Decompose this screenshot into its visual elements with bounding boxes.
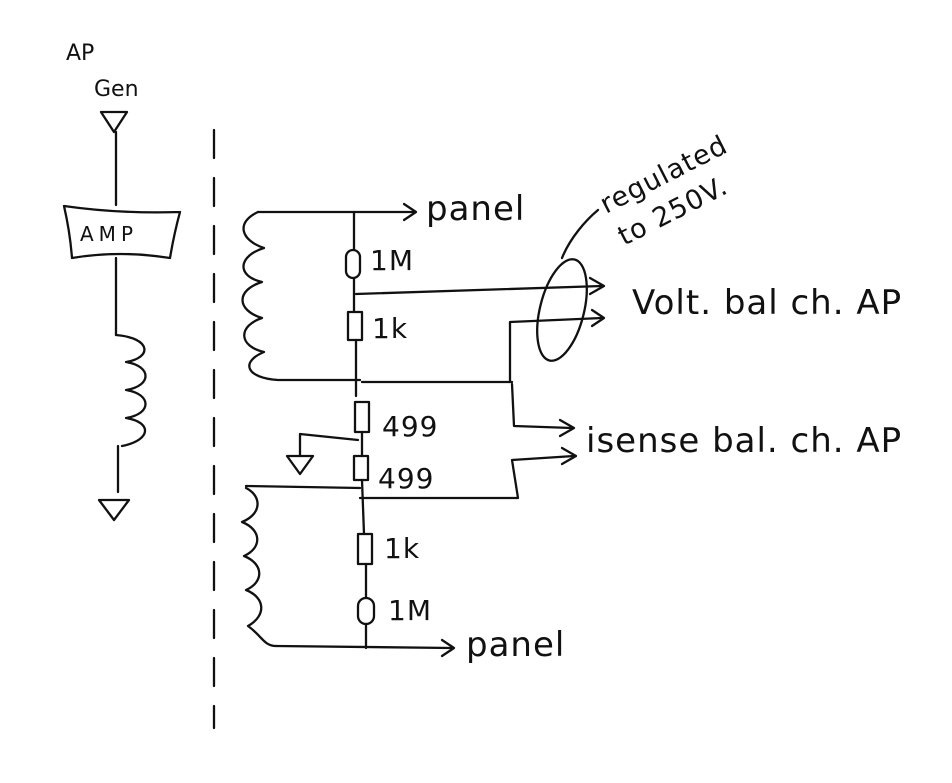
- volt-return-wire: [508, 316, 604, 384]
- resistor-1m-top-label: 1M: [370, 244, 414, 277]
- panel-bottom-arrow: [440, 638, 456, 658]
- bottom-panel-wire: [274, 644, 454, 650]
- top-divider: panel 1M 1k: [241, 189, 606, 398]
- ap-label: AP: [66, 41, 94, 66]
- amp-label: AMP: [80, 222, 138, 246]
- volt-return-arrow: [590, 308, 606, 328]
- ground-triangle-symbol: [97, 498, 131, 522]
- regulation-note: regulated to 250V.: [536, 130, 733, 362]
- note-circle: [536, 258, 588, 362]
- resistor-1k-bottom-label: 1k: [384, 532, 420, 565]
- isense-output-label: isense bal. ch. AP: [586, 421, 902, 461]
- panel-top-arrow: [402, 202, 418, 222]
- resistor-1k-top: [346, 310, 364, 342]
- current-sense-pair: 499 499: [285, 382, 578, 500]
- resistor-499-bottom: [352, 454, 370, 482]
- volt-tap-wire: [354, 284, 604, 296]
- panel-bottom-label: panel: [466, 625, 565, 665]
- midpoint-ground-symbol: [285, 454, 315, 476]
- volt-tap-arrow: [588, 276, 606, 296]
- primary-winding-symbol: [114, 333, 147, 448]
- isense-upper-wire: [510, 382, 574, 430]
- isense-lower-wire: [358, 454, 576, 500]
- panel-top-label: panel: [426, 189, 525, 229]
- resistor-499-top-label: 499: [382, 410, 438, 443]
- volt-output-label: Volt. bal ch. AP: [632, 283, 902, 323]
- bottom-divider: 1k 1M panel: [240, 478, 565, 665]
- resistor-1m-top: [344, 248, 362, 280]
- gen-label: Gen: [94, 77, 139, 102]
- resistor-499-top: [353, 400, 371, 434]
- resistor-1m-bottom: [356, 596, 376, 626]
- isense-lower-arrow: [560, 446, 578, 466]
- isense-upper-arrow: [558, 418, 576, 438]
- midpoint-ground-wire: [298, 432, 360, 458]
- amp-block: AMP: [62, 204, 182, 260]
- resistor-1k-top-label: 1k: [372, 312, 408, 345]
- resistor-499-bottom-label: 499: [378, 462, 434, 495]
- amp-box: [62, 204, 182, 260]
- bottom-secondary-winding-symbol: [240, 486, 278, 648]
- resistor-1k-bottom: [356, 532, 374, 566]
- bottom-rail-wire: [244, 484, 362, 490]
- top-secondary-winding-symbol: [241, 210, 362, 382]
- resistor-1m-bottom-label: 1M: [388, 594, 432, 627]
- divider-wire-e: [360, 478, 366, 536]
- generator-triangle-symbol: [99, 110, 129, 134]
- source-chain: AP Gen AMP: [62, 41, 182, 522]
- note-leader-line: [560, 208, 600, 260]
